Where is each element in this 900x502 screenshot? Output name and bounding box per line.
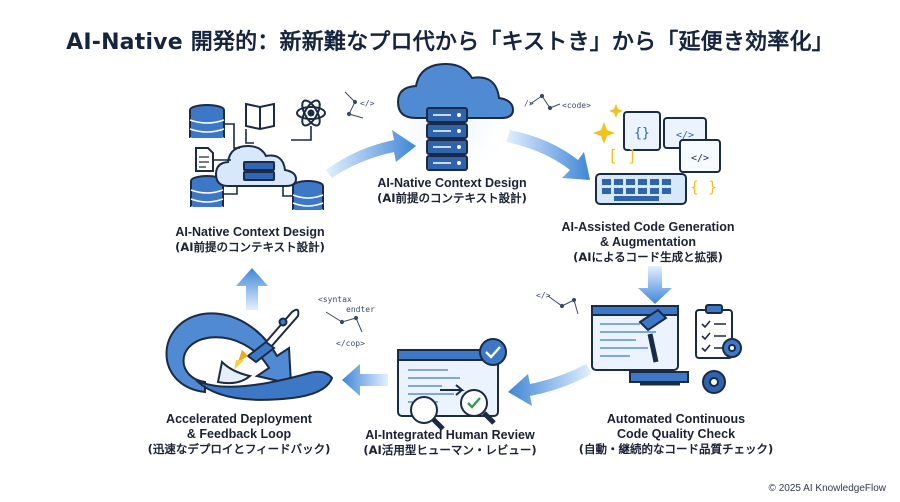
stage-title-line2: & Augmentation	[599, 235, 697, 249]
stage-label-context-design-1: AI-Native Context Design (AI前提のコンテキスト設計)	[150, 225, 350, 255]
copyright-text: © 2025 AI KnowledgeFlow	[768, 483, 886, 494]
stage-title-line2: Code Quality Check	[616, 427, 736, 441]
quality-check-illustration	[591, 304, 742, 394]
snippet-text: />	[524, 99, 534, 108]
snippet-text: <syntax	[318, 295, 352, 304]
stage-label-code-generation: AI-Assisted Code Generation & Augmentati…	[548, 220, 748, 265]
database-icon	[292, 180, 324, 214]
stage-subtitle: (AI前提のコンテキスト設計)	[377, 191, 527, 205]
snippet-text: endter	[346, 305, 375, 314]
flow-arrows	[236, 130, 672, 406]
stage-subtitle: (AI活用型ヒューマン・レビュー)	[363, 443, 537, 457]
connector-lines	[213, 123, 312, 197]
stage-title: AI-Native Context Design	[377, 176, 527, 190]
stage-title: AI-Integrated Human Review	[365, 428, 535, 442]
stage-subtitle: (AIによるコード生成と拡張)	[573, 250, 723, 264]
code-generation-illustration: {} </> </> [ ] { }	[593, 104, 721, 205]
stage-label-quality-check: Automated Continuous Code Quality Check …	[566, 412, 786, 457]
snippet-text: </>	[536, 291, 551, 300]
gear-icon	[702, 370, 726, 394]
gear-icon	[722, 338, 742, 358]
stage-subtitle: (自動・継続的なコード品質チェック)	[578, 442, 774, 456]
svg-text:</>: </>	[676, 130, 694, 141]
rocket-icon	[234, 308, 300, 370]
stage-title-line2: & Feedback Loop	[186, 427, 292, 441]
stage-title: Accelerated Deployment	[166, 412, 312, 426]
document-icon	[195, 147, 214, 172]
snippet-text: </cop>	[336, 339, 365, 348]
code-snippets: </> /> <code> <syntax endter </cop> </>	[318, 91, 591, 348]
book-icon	[245, 102, 275, 131]
stage-subtitle: (AI前提のコンテキスト設計)	[175, 240, 325, 254]
stage-label-human-review: AI-Integrated Human Review (AI活用型ヒューマン・レ…	[345, 428, 555, 458]
atom-icon	[296, 99, 326, 127]
svg-text:[ ]: [ ]	[608, 146, 637, 165]
svg-text:{ }: { }	[690, 178, 717, 196]
svg-text:</>: </>	[691, 153, 709, 164]
human-review-illustration	[397, 338, 507, 431]
cloud-server-illustration	[378, 62, 518, 176]
snippet-text: </>	[360, 99, 375, 108]
stage-label-context-design-2: AI-Native Context Design (AI前提のコンテキスト設計)	[352, 176, 552, 206]
deployment-loop-illustration	[165, 308, 334, 401]
page-title: AI-Native 開発的：新新難なプロ代から「キストき」から「延便き効率化」	[66, 30, 834, 55]
stage-title: Automated Continuous	[606, 412, 746, 426]
svg-text:{}: {}	[634, 126, 650, 141]
snippet-text: <code>	[562, 101, 591, 110]
stage-title: AI-Assisted Code Generation	[561, 220, 735, 234]
cloud-server-icon	[214, 144, 298, 187]
stage-subtitle: (迅速なデプロイとフィードバック)	[147, 442, 331, 456]
database-icon	[189, 104, 225, 142]
stage-label-deployment: Accelerated Deployment & Feedback Loop (…	[134, 412, 344, 457]
stage-title: AI-Native Context Design	[175, 225, 325, 239]
data-sources-illustration	[189, 99, 326, 214]
